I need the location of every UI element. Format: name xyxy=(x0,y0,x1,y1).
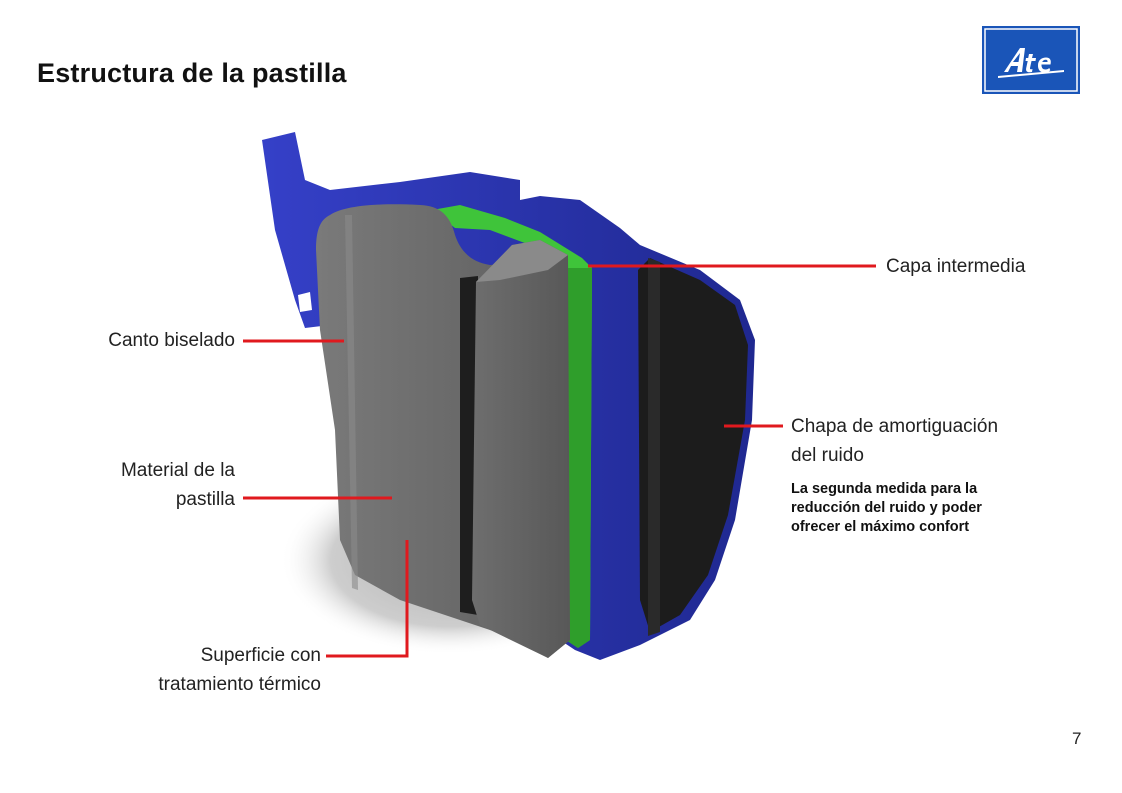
label-material-line2: pastilla xyxy=(175,489,235,510)
ate-logo xyxy=(982,26,1080,94)
label-superficie-line2: tratamiento térmico xyxy=(158,674,321,695)
damping-shim xyxy=(638,258,748,632)
backing-plate-tab-notch xyxy=(298,292,312,312)
damping-shim-edge xyxy=(648,258,660,636)
page-title: Estructura de la pastilla xyxy=(37,58,347,88)
label-chapa-line1: Chapa de amortiguación xyxy=(791,416,999,437)
ate-logo-wordmark xyxy=(998,48,1064,78)
page-number: 7 xyxy=(1072,729,1082,748)
label-material-line1: Material de la xyxy=(120,460,235,481)
label-canto-biselado: Canto biselado xyxy=(108,330,235,351)
callout-line-superficie xyxy=(326,540,409,658)
callout-lines xyxy=(243,264,876,658)
label-chapa-line2: del ruido xyxy=(791,445,864,466)
note-line3: ofrecer el máximo confort xyxy=(791,519,970,535)
note-line2: reducción del ruido y poder xyxy=(791,500,982,516)
note-ruido: La segunda medida para la reducción del … xyxy=(791,480,1051,537)
label-capa-intermedia: Capa intermedia xyxy=(886,256,1026,277)
bevel-edge xyxy=(345,215,358,590)
label-superficie-line1: Superficie con xyxy=(200,645,321,666)
friction-front-top xyxy=(476,240,568,282)
intermediate-layer-shade xyxy=(566,268,592,648)
friction-material-front xyxy=(472,240,570,658)
note-line1: La segunda medida para la xyxy=(791,481,978,497)
